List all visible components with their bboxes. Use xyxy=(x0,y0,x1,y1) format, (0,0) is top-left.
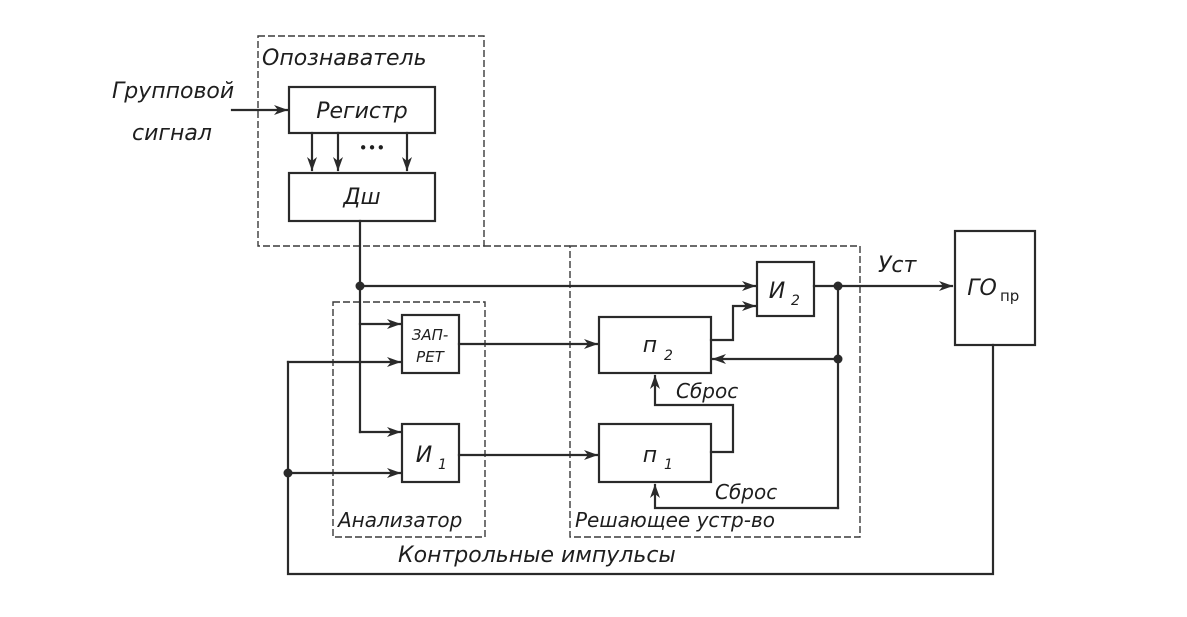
register-label: Регистр xyxy=(316,99,408,124)
counter1-to-counter2-reset-line xyxy=(650,374,735,454)
and1-label: И xyxy=(416,443,432,468)
counter2-block xyxy=(597,315,713,375)
group-signal-label-line1: Групповой xyxy=(112,79,234,104)
inhibit-label-line1: ЗАП- xyxy=(412,326,449,344)
control-junction-dot xyxy=(283,468,293,478)
decision-device-frame xyxy=(569,245,861,538)
counter1-label: п xyxy=(643,443,657,468)
register-ellipsis: ••• xyxy=(359,139,386,157)
decision-device-label: Решающее устр-во xyxy=(575,508,775,532)
decoder-block xyxy=(287,171,437,223)
identifier-label: Опознаватель xyxy=(262,46,427,71)
analyzer-label: Анализатор xyxy=(336,508,462,532)
counter2-label: п xyxy=(643,333,657,358)
reset-upper-label: Сброс xyxy=(676,379,738,403)
decoder-label: Дш xyxy=(342,185,380,210)
generator-subscript: пр xyxy=(1000,287,1019,305)
and1-subscript: 1 xyxy=(438,457,447,473)
reset-to-counter1-line xyxy=(650,483,840,510)
counter2-subscript: 2 xyxy=(664,348,673,364)
register-block xyxy=(287,85,437,135)
group-signal-label-line2: сигнал xyxy=(132,121,212,146)
control-pulses-label: Контрольные импульсы xyxy=(398,543,676,568)
and1-block xyxy=(400,422,461,484)
control-pulses-line xyxy=(286,343,995,576)
reset-lower-label: Сброс xyxy=(715,480,777,504)
and2-subscript: 2 xyxy=(791,293,800,309)
generator-label: ГО xyxy=(967,276,997,301)
counter2-to-and2-line xyxy=(709,301,757,342)
counter1-block xyxy=(597,422,713,484)
counter1-subscript: 1 xyxy=(664,457,673,473)
and2-label: И xyxy=(769,279,785,304)
ust-label: Уст xyxy=(878,253,918,278)
generator-block xyxy=(953,229,1037,347)
inhibit-label-line2: РЕТ xyxy=(416,348,446,366)
analyzer-frame xyxy=(332,301,486,538)
identifier-frame xyxy=(257,35,485,247)
and2-block xyxy=(755,260,816,318)
